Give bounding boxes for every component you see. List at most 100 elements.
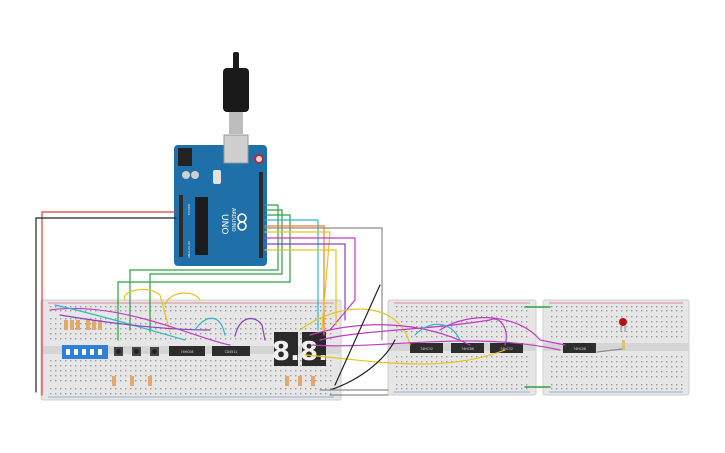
breadboard-hole [591, 356, 593, 358]
breadboard-hole [676, 310, 678, 312]
breadboard-hole [115, 306, 117, 308]
breadboard-hole [50, 328, 52, 330]
breadboard-hole [55, 328, 57, 330]
breadboard-hole [556, 331, 558, 333]
breadboard-hole [175, 388, 177, 390]
wire-cyan-1[interactable] [264, 219, 319, 331]
wire-gray-1[interactable] [264, 227, 383, 341]
reset-button[interactable] [254, 154, 264, 164]
breadboard-hole [521, 371, 523, 373]
wire-purple-1[interactable] [264, 243, 346, 321]
wire-magenta-3[interactable] [309, 324, 471, 346]
breadboard-hole [85, 323, 87, 325]
wire-green-3[interactable] [117, 214, 291, 341]
breadboard-hole [275, 310, 277, 312]
breadboard-hole [220, 318, 222, 320]
breadboard-hole [406, 310, 408, 312]
wire-yellow-1[interactable] [264, 231, 331, 331]
breadboard-hole [60, 338, 62, 340]
wire-magenta-2[interactable] [49, 307, 231, 346]
breadboard-hole [446, 331, 448, 333]
breadboard-hole [310, 318, 312, 320]
breadboard-hole [651, 366, 653, 368]
dip-switch-key[interactable] [90, 349, 94, 355]
wire-cyan-2[interactable] [54, 304, 186, 341]
breadboard-hole [396, 388, 398, 390]
breadboard-hole [576, 356, 578, 358]
wire-magenta-6[interactable] [439, 317, 566, 346]
breadboard-hole [446, 316, 448, 318]
arduino-uno-board[interactable]: ARDUINO UNO DIGITAL (PWM~) POWER ANALOG … [174, 134, 271, 266]
breadboard-hole [511, 356, 513, 358]
breadboard-hole [330, 365, 332, 367]
wire-red-power[interactable] [41, 211, 177, 396]
wire-purple-3[interactable] [234, 317, 266, 341]
wire-yellow-2[interactable] [264, 249, 337, 326]
wire-magenta-4[interactable] [311, 340, 561, 351]
chip-5[interactable]: 74HC32 [490, 343, 523, 353]
wire-black-ground[interactable] [35, 217, 177, 393]
wire-yellow-6[interactable] [304, 349, 506, 365]
breadboard-hole [270, 380, 272, 382]
dip-switch-key[interactable] [98, 349, 102, 355]
wire-magenta-1[interactable] [264, 237, 356, 331]
breadboard-hole [120, 365, 122, 367]
wire-magenta-5[interactable] [319, 318, 507, 346]
breadboard-hole [581, 384, 583, 386]
breadboard-hole [120, 393, 122, 395]
breadboard-hole [401, 316, 403, 318]
wire-cyan-4[interactable] [414, 323, 461, 341]
breadboard-hole [656, 371, 658, 373]
breadboard-hole [651, 331, 653, 333]
breadboard-hole [501, 306, 503, 308]
chip-4[interactable]: 74HC86 [451, 343, 484, 353]
breadboard-hole [95, 310, 97, 312]
wire-black-2[interactable] [329, 339, 396, 391]
breadboard-hole [265, 310, 267, 312]
breadboard-hole [180, 370, 182, 372]
wire-cyan-3[interactable] [194, 317, 226, 336]
breadboard-hole [270, 318, 272, 320]
breadboard-hole [280, 375, 282, 377]
breadboard-hole [421, 310, 423, 312]
dip-switch-key[interactable] [74, 349, 78, 355]
wire-gray-led[interactable] [596, 348, 623, 353]
wire-green-2[interactable] [149, 209, 283, 333]
breadboard-hole [165, 380, 167, 382]
breadboard-hole [481, 361, 483, 363]
breadboard-hole [270, 393, 272, 395]
wire-yellow-4[interactable] [164, 292, 201, 306]
breadboard-hole [406, 336, 408, 338]
breadboard-right[interactable] [542, 299, 690, 396]
breadboard-hole [571, 376, 573, 378]
breadboard-hole [511, 331, 513, 333]
breadboard-hole [205, 360, 207, 362]
chip-2[interactable]: CD4511 [212, 346, 250, 356]
breadboard-hole [315, 318, 317, 320]
breadboard-hole [240, 318, 242, 320]
wire-black-3[interactable] [334, 284, 381, 386]
breadboard-hole [596, 336, 598, 338]
breadboard-hole [551, 384, 553, 386]
led[interactable] [619, 318, 627, 332]
breadboard-hole [416, 326, 418, 328]
breadboard-hole [200, 328, 202, 330]
breadboard-hole [140, 338, 142, 340]
breadboard-hole [100, 380, 102, 382]
breadboard-hole [145, 310, 147, 312]
breadboard-hole [411, 384, 413, 386]
chip-1[interactable]: 74HC08 [169, 346, 205, 356]
dip-switch-key[interactable] [66, 349, 70, 355]
breadboard-hole [245, 306, 247, 308]
breadboard-hole [195, 380, 197, 382]
wire-green-1[interactable] [129, 204, 279, 331]
chip-6[interactable]: 74HC08 [563, 343, 596, 353]
wire-yellow-5[interactable] [299, 308, 411, 346]
chip-3[interactable]: 74HC32 [410, 343, 443, 353]
breadboard-hole [406, 366, 408, 368]
breadboard-hole [145, 365, 147, 367]
breadboard-hole [416, 376, 418, 378]
wire-yellow-3[interactable] [124, 288, 171, 333]
dip-switch-key[interactable] [82, 349, 86, 355]
breadboard-hole [431, 331, 433, 333]
